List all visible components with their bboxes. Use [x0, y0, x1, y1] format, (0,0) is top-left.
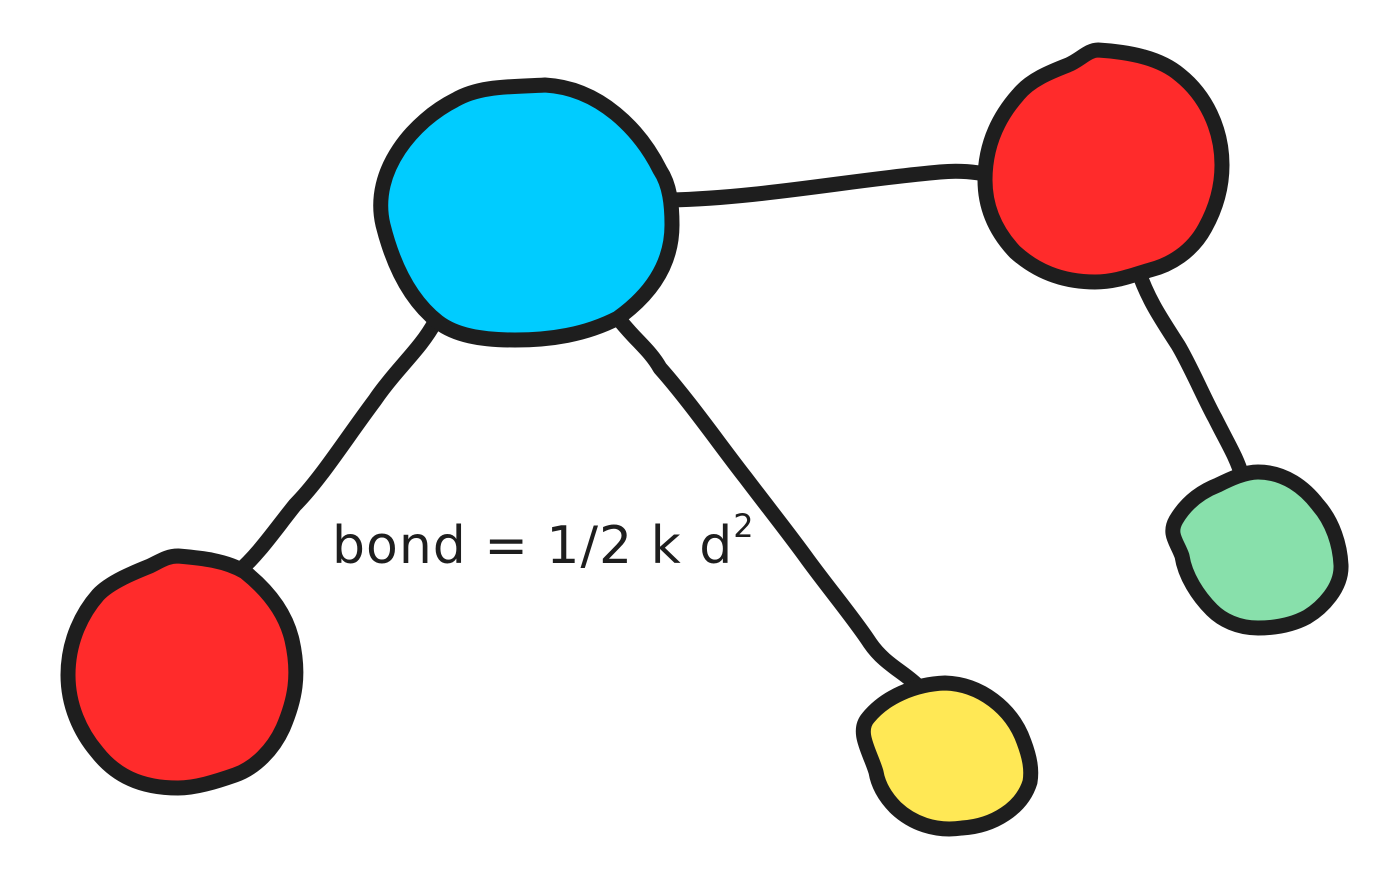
bond-central-to-bottom-left	[230, 314, 443, 580]
bond-central-to-bottom-middle	[610, 310, 928, 696]
atom-far-right	[1165, 464, 1349, 636]
atom-bottom-left	[60, 548, 304, 796]
atom-top-right	[977, 42, 1230, 290]
formula-exponent: 2	[733, 507, 755, 545]
bond-central-to-top-right	[662, 163, 998, 208]
atom-bottom-middle	[855, 675, 1039, 837]
formula-base-text: bond = 1/2 k d	[332, 516, 734, 576]
bond-energy-formula: bond = 1/2 k d2	[332, 510, 755, 576]
atom-central	[373, 77, 680, 348]
bond-top-right-to-far-right	[1130, 262, 1250, 484]
